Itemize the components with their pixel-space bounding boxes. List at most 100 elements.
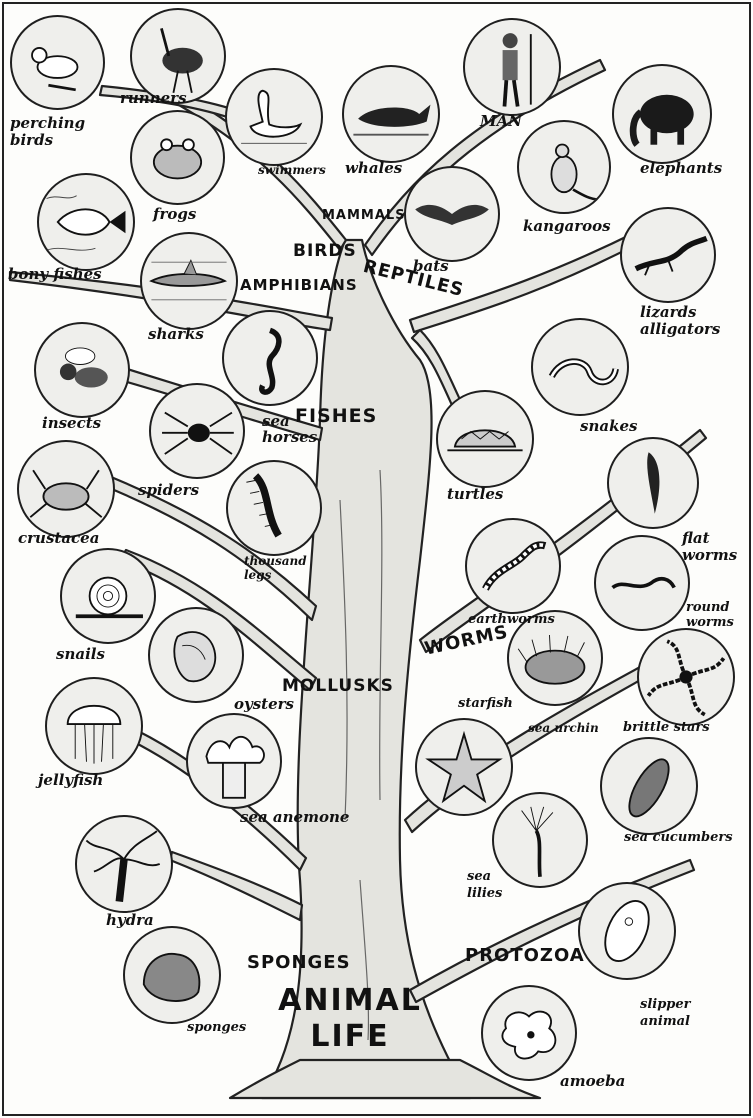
title-line-2: LIFE bbox=[270, 1020, 430, 1054]
sea-anemone-icon bbox=[188, 715, 280, 807]
round-worms-circle bbox=[594, 535, 690, 631]
label-jellyfish: jellyfish bbox=[38, 772, 103, 788]
earthworm-icon bbox=[467, 520, 559, 612]
label-sharks: sharks bbox=[148, 326, 204, 342]
label-sea-urchin: sea urchin bbox=[528, 720, 599, 736]
shark-icon bbox=[142, 234, 236, 328]
label-slipper-animal: slipper animal bbox=[640, 996, 704, 1030]
label-spiders: spiders bbox=[138, 482, 199, 498]
label-man: MAN bbox=[480, 113, 522, 129]
crustacea-circle bbox=[17, 440, 115, 538]
flat-worms-circle bbox=[607, 437, 699, 529]
snakes-circle bbox=[531, 318, 629, 416]
label-snails: snails bbox=[56, 646, 105, 662]
snake-icon bbox=[533, 320, 627, 414]
group-label-mammals: MAMMALS bbox=[322, 208, 406, 223]
insects-circle bbox=[34, 322, 130, 418]
group-label-protozoa: PROTOZOA bbox=[465, 945, 585, 966]
crab-icon bbox=[19, 442, 113, 536]
sharks-circle bbox=[140, 232, 238, 330]
turtles-circle bbox=[436, 390, 534, 488]
oyster-icon bbox=[150, 609, 242, 701]
elephant-icon bbox=[614, 66, 710, 162]
label-flat-worms: flat worms bbox=[682, 530, 742, 564]
snails-circle bbox=[60, 548, 156, 644]
label-crustacea: crustacea bbox=[18, 530, 99, 546]
wasp-icon bbox=[36, 324, 128, 416]
paramecium-icon bbox=[580, 884, 674, 978]
swan-icon bbox=[227, 70, 321, 164]
jellyfish-icon bbox=[47, 679, 141, 773]
turtle-icon bbox=[438, 392, 532, 486]
label-swimmers: swimmers bbox=[258, 162, 326, 178]
swimmers-circle bbox=[225, 68, 323, 166]
brittle-stars-circle bbox=[637, 628, 735, 726]
label-perching-birds: perching birds bbox=[10, 115, 80, 149]
label-round-worms: round worms bbox=[686, 600, 746, 630]
hydra-circle bbox=[75, 815, 173, 913]
sea-cucumber-icon bbox=[602, 739, 696, 833]
spider-icon bbox=[151, 385, 243, 477]
lizard-icon bbox=[622, 209, 714, 301]
roundworm-icon bbox=[596, 537, 688, 629]
jellyfish-circle bbox=[45, 677, 143, 775]
label-turtles: turtles bbox=[447, 486, 503, 502]
group-label-fishes: FISHES bbox=[295, 405, 377, 427]
brittle-star-icon bbox=[639, 630, 733, 724]
amoeba-circle bbox=[481, 985, 577, 1081]
sea-cucumbers-circle bbox=[600, 737, 698, 835]
group-label-mollusks: MOLLUSKS bbox=[282, 676, 394, 696]
group-label-amphibians: AMPHIBIANS bbox=[240, 276, 358, 294]
sea-anemone-circle bbox=[186, 713, 282, 809]
label-sea-lilies: sea lilies bbox=[467, 868, 507, 902]
kangaroos-circle bbox=[517, 120, 611, 214]
label-runners: runners bbox=[120, 90, 187, 106]
hydra-icon bbox=[77, 817, 171, 911]
title-line-1: ANIMAL bbox=[270, 984, 430, 1018]
perching-birds-circle bbox=[10, 15, 105, 110]
snail-icon bbox=[62, 550, 154, 642]
fish-icon bbox=[39, 175, 133, 269]
branch-hydra bbox=[170, 852, 302, 920]
label-sea-anemone: sea anemone bbox=[240, 808, 350, 826]
label-sea-cucumbers: sea cucumbers bbox=[624, 830, 733, 846]
sea-lily-icon bbox=[494, 794, 586, 886]
lizards-circle bbox=[620, 207, 716, 303]
label-insects: insects bbox=[42, 415, 101, 431]
whales-circle bbox=[342, 65, 440, 163]
bats-circle bbox=[404, 166, 500, 262]
label-snakes: snakes bbox=[580, 418, 637, 434]
bony-fishes-circle bbox=[37, 173, 135, 271]
bat-icon bbox=[406, 168, 498, 260]
label-elephants: elephants bbox=[640, 160, 722, 176]
man-icon bbox=[465, 20, 559, 114]
sponge-icon bbox=[125, 928, 219, 1022]
label-frogs: frogs bbox=[153, 206, 196, 222]
earthworms-circle bbox=[465, 518, 561, 614]
millipede-icon bbox=[228, 462, 320, 554]
sponges-circle bbox=[123, 926, 221, 1024]
label-brittle-stars: brittle stars bbox=[623, 720, 710, 736]
starfish-icon bbox=[417, 720, 511, 814]
thousand-legs-circle bbox=[226, 460, 322, 556]
sea-horses-circle bbox=[222, 310, 318, 406]
perching-bird-icon bbox=[12, 17, 103, 108]
group-label-sponges: SPONGES bbox=[247, 952, 351, 973]
slipper-animal-circle bbox=[578, 882, 676, 980]
label-oysters: oysters bbox=[234, 696, 294, 712]
flatworm-icon bbox=[609, 439, 697, 527]
oysters-circle bbox=[148, 607, 244, 703]
label-whales: whales bbox=[345, 160, 402, 176]
label-thousand-legs: thousand legs bbox=[244, 554, 314, 582]
group-label-birds: BIRDS bbox=[293, 241, 357, 261]
label-hydra: hydra bbox=[106, 912, 154, 928]
label-sponges: sponges bbox=[187, 1020, 246, 1036]
kangaroo-icon bbox=[519, 122, 609, 212]
label-bony-fishes: bony fishes bbox=[8, 266, 102, 282]
frog-icon bbox=[132, 112, 223, 203]
starfish-circle bbox=[415, 718, 513, 816]
label-kangaroos: kangaroos bbox=[523, 218, 611, 234]
spiders-circle bbox=[149, 383, 245, 479]
frogs-circle bbox=[130, 110, 225, 205]
